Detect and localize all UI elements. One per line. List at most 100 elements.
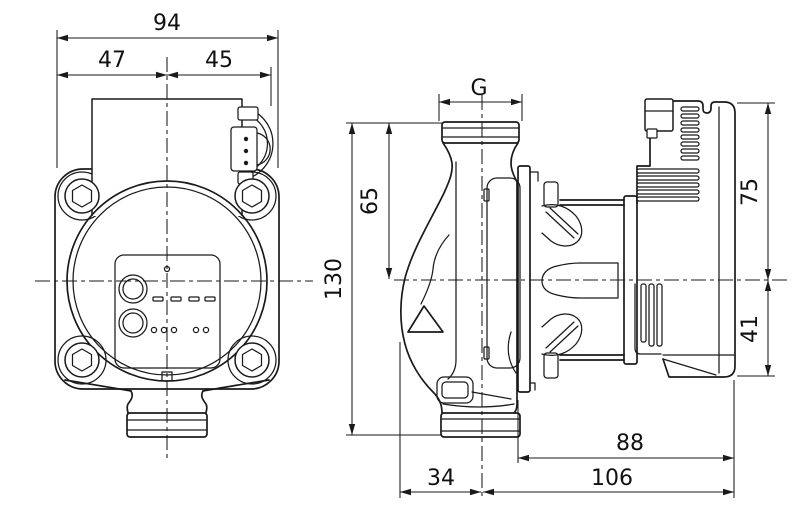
flange-plate: [517, 165, 531, 393]
clip-claw: [541, 313, 583, 357]
led-dot: [170, 326, 178, 334]
led-dot: [202, 326, 210, 334]
flange-bolt: [234, 178, 270, 214]
connector-face-arc: [256, 132, 271, 166]
module-connector-body: [644, 98, 674, 132]
dim-label-right-of-center: 45: [205, 48, 233, 73]
control-knob-inner: [122, 312, 144, 334]
clip-hook: [543, 181, 559, 208]
connector-pin: [243, 148, 249, 154]
dim-label-port-to-center: 65: [358, 187, 383, 215]
side-dimensions: G 130 65 75 41 88 34 106: [322, 76, 775, 498]
clip-wire: [545, 207, 579, 239]
bolt-hex: [71, 184, 93, 208]
module-connector-latch: [646, 128, 658, 139]
volute-lower-contour: [507, 331, 517, 374]
control-knob: [118, 308, 148, 338]
retaining-clip-lower: [541, 313, 583, 379]
dim-label-housing-front-to-center: 34: [427, 466, 455, 491]
dim-label-left-of-center: 47: [98, 48, 126, 73]
cooling-fin: [680, 141, 700, 147]
flange-step-bottom: [529, 382, 536, 391]
extension-line: [438, 94, 523, 121]
cooling-fin: [636, 175, 700, 181]
module-bottom-slant: [662, 358, 717, 376]
union-nut-lines: [442, 127, 519, 138]
flange-bolts: [64, 178, 270, 378]
drain-collar-inner: [441, 381, 469, 399]
plug-connector: [230, 106, 274, 185]
cooling-fin: [680, 155, 700, 161]
cooling-fin: [636, 189, 700, 195]
cooling-fin: [680, 127, 700, 133]
retaining-clip-upper: [541, 181, 583, 247]
dim-label-center-to-module-rear: 106: [591, 466, 633, 491]
vent-slot-wall: [634, 283, 662, 355]
control-knob: [118, 274, 148, 304]
union-nut-lines: [441, 418, 520, 432]
vent-slots: [634, 283, 663, 355]
cooling-fin: [636, 196, 700, 202]
led-dot: [160, 326, 168, 334]
volute-contour-line: [420, 234, 450, 305]
led-dash: [188, 296, 200, 302]
cooling-fin: [680, 106, 700, 112]
neck-left: [126, 390, 134, 414]
cooling-fins: [636, 106, 700, 202]
union-nut: [441, 121, 520, 144]
volute-housing: [400, 142, 521, 414]
vent-slot: [648, 283, 655, 347]
vent-slot: [656, 283, 663, 347]
flange-bolt: [234, 342, 270, 378]
connector-pin: [243, 160, 249, 166]
clip-hook: [543, 352, 559, 379]
cooling-fin: [636, 182, 700, 188]
bottom-port-fitting: [440, 412, 521, 438]
led-dash: [204, 296, 216, 302]
housing-bottom-contour: [202, 379, 270, 392]
connector-latch: [237, 106, 259, 121]
control-knob-inner: [122, 278, 144, 300]
motor-top-lines: [559, 199, 625, 206]
dim-label-port-thread: G: [470, 76, 487, 101]
union-nut: [440, 412, 521, 438]
bolt-hex: [241, 184, 263, 208]
cooling-fin: [680, 148, 700, 154]
drain-collar-outer: [436, 376, 474, 404]
volute-outline-right: [510, 142, 519, 414]
cooling-fin: [680, 120, 700, 126]
dim-label-center-to-module-top: 75: [738, 178, 763, 206]
dim-label-flange-to-module-rear: 88: [616, 431, 644, 456]
motor-flange: [517, 165, 539, 393]
clip-claw: [541, 203, 583, 247]
top-port-fitting: [441, 121, 520, 144]
dim-label-total-width: 94: [153, 11, 181, 36]
collar-link-line: [471, 391, 512, 400]
cooling-fin: [680, 113, 700, 119]
flange-bolt: [64, 342, 100, 378]
volute-bottom-edge: [442, 403, 515, 408]
volute-outline-left: [400, 142, 453, 414]
dim-label-center-to-module-bottom: 41: [738, 315, 763, 343]
chamber-clip: [483, 346, 490, 360]
module-casing: [649, 100, 736, 378]
flange-step-top: [529, 171, 539, 182]
vent-slot: [640, 283, 647, 343]
chamber-clip: [483, 188, 490, 202]
housing-seam-tab: [161, 371, 173, 382]
electronics-module: [634, 98, 736, 378]
led-dash: [152, 296, 164, 302]
flow-direction-marker: [407, 305, 444, 333]
housing-bottom-contour: [64, 379, 132, 392]
cooling-fin: [680, 134, 700, 140]
bolt-hex: [71, 348, 93, 372]
flange-bolt: [64, 178, 100, 214]
rotor-chamber: [486, 177, 521, 369]
suction-pipe-wall: [447, 161, 457, 380]
led-dot: [192, 326, 200, 334]
led-dash: [170, 296, 182, 302]
dim-label-port-to-port: 130: [322, 258, 347, 300]
module-connector: [644, 98, 674, 139]
